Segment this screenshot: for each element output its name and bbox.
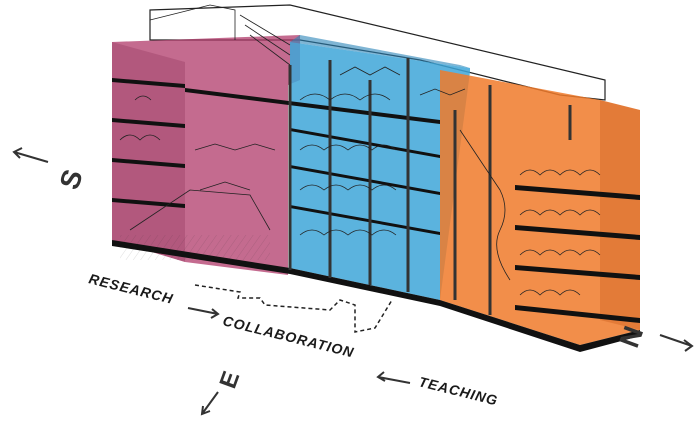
compass-east: E bbox=[200, 368, 245, 416]
label-teaching: TEACHING bbox=[417, 373, 500, 408]
right-arrow-icon bbox=[659, 334, 694, 352]
columns bbox=[288, 58, 572, 315]
arrow-teaching-collab bbox=[376, 371, 411, 384]
label-research: RESEARCH bbox=[87, 270, 175, 306]
sketch-detail bbox=[119, 4, 601, 296]
left-arrow-icon bbox=[12, 147, 49, 163]
collaboration-zone bbox=[290, 35, 470, 300]
arrow-research-collab bbox=[187, 307, 220, 319]
down-left-arrow-icon bbox=[200, 391, 219, 416]
compass-south: S bbox=[12, 147, 89, 193]
dashed-footprint bbox=[194, 284, 393, 333]
compass-label-east: E bbox=[214, 368, 245, 392]
compass-label-north: N bbox=[613, 322, 649, 352]
label-collaboration: COLLABORATION bbox=[221, 312, 356, 360]
teaching-zone bbox=[440, 70, 640, 345]
compass-north: N bbox=[613, 322, 694, 352]
compass-label-south: S bbox=[53, 165, 89, 193]
research-zone bbox=[112, 35, 300, 275]
